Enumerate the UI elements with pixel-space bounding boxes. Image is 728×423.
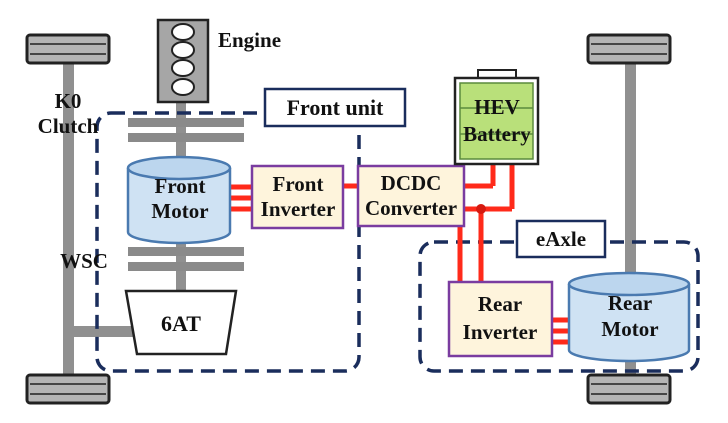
wheel-icon — [586, 373, 672, 405]
engine-label: Engine — [218, 28, 281, 52]
battery-icon — [453, 69, 540, 166]
rear-inverter-box — [447, 280, 554, 358]
eaxle-border — [418, 240, 700, 373]
wsc-link-shaft — [63, 326, 173, 337]
engine-icon — [156, 18, 210, 104]
eaxle-label-box — [515, 219, 607, 259]
rear-motor-label-line2: Motor — [601, 317, 658, 341]
front-motor-label-line2: Motor — [151, 199, 208, 223]
dcdc-converter-box — [356, 164, 466, 228]
k0-clutch-label-line2: Clutch — [38, 114, 99, 138]
wheel-icon — [25, 33, 111, 65]
front-unit-label: Front unit — [287, 95, 384, 120]
wheel-icon — [586, 33, 672, 65]
eaxle-label: eAxle — [536, 227, 586, 251]
rear-motor-label-line1: Rear — [608, 291, 652, 315]
front-inverter-label-line1: Front — [273, 172, 324, 196]
front-inverter-label-line2: Inverter — [261, 197, 336, 221]
motor-icon — [126, 155, 232, 245]
front-unit-border — [95, 111, 361, 373]
motor-icon — [567, 271, 691, 363]
junction-dot — [476, 204, 486, 214]
rear-inverter-label-line1: Rear — [478, 292, 522, 316]
battery-label-line2: Battery — [463, 122, 531, 146]
rear-inverter-label-line2: Inverter — [463, 320, 538, 344]
k0-clutch-plates — [128, 118, 244, 142]
left-axle-shaft — [63, 48, 74, 388]
right-axle-shaft — [625, 48, 636, 388]
dcdc-label-line2: Converter — [365, 196, 457, 220]
front-motor-label-line1: Front — [155, 174, 206, 198]
battery-label-line1: HEV — [474, 95, 520, 119]
wsc-clutch-plates — [128, 247, 244, 271]
dcdc-label-line1: DCDC — [381, 171, 442, 195]
front-inverter-box — [250, 164, 345, 230]
wheel-icon — [25, 373, 111, 405]
wsc-label: WSC — [60, 249, 108, 273]
k0-clutch-label-line1: K0 — [55, 89, 82, 113]
transmission-label: 6AT — [161, 311, 201, 336]
front-unit-label-box — [263, 87, 407, 128]
transmission-icon — [124, 289, 238, 356]
